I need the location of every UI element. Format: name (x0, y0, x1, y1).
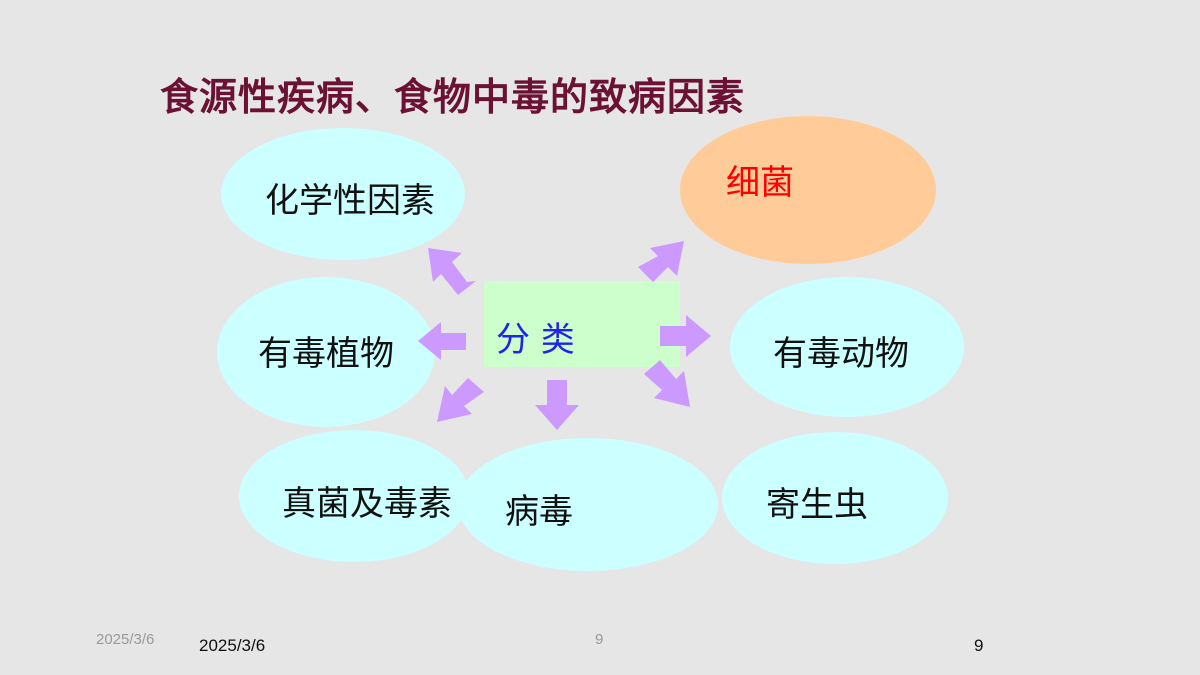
ellipse-chemical (221, 128, 465, 260)
arrow-down (535, 380, 579, 430)
footer-date-faint: 2025/3/6 (96, 631, 155, 648)
arrow-right (660, 315, 711, 357)
ellipse-virus (458, 438, 718, 571)
arrow-down-right (644, 360, 690, 407)
label-toxic-animals: 有毒动物 (773, 334, 909, 374)
label-fungi: 真菌及毒素 (282, 484, 452, 524)
label-parasites: 寄生虫 (766, 485, 868, 525)
footer-page-faint: 9 (595, 631, 604, 648)
label-toxic-plants: 有毒植物 (258, 334, 394, 374)
arrow-up-right (638, 241, 684, 282)
arrow-up-left (428, 248, 476, 295)
category-label: 分 类 (496, 320, 575, 360)
ellipse-fungi (239, 430, 469, 562)
label-bacteria: 细菌 (726, 163, 794, 203)
label-virus: 病毒 (505, 492, 573, 532)
footer-page-number: 9 (974, 636, 984, 655)
slide-title: 食源性疾病、食物中毒的致病因素 (160, 75, 746, 119)
ellipse-parasites (722, 432, 948, 564)
ellipse-toxic-plants (217, 277, 435, 427)
arrow-left (418, 322, 466, 360)
arrow-down-left (437, 378, 484, 422)
category-box (484, 281, 680, 367)
label-chemical: 化学性因素 (265, 181, 435, 221)
ellipse-bacteria (680, 116, 936, 264)
ellipse-toxic-animals (730, 277, 964, 417)
footer-date: 2025/3/6 (199, 636, 266, 655)
